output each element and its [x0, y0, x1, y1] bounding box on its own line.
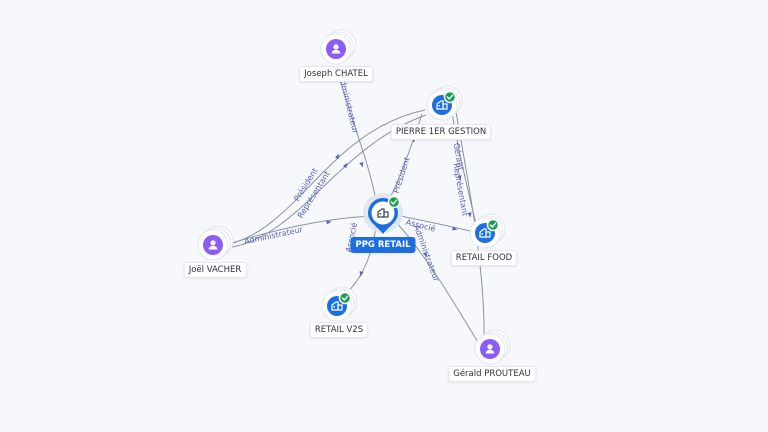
node-label-joseph[interactable]: Joseph CHATEL: [299, 66, 373, 82]
edge-ppg-food: Associé: [395, 214, 471, 234]
person-icon: [208, 240, 218, 250]
edge-arrow: [334, 153, 340, 160]
edge-arrow: [326, 220, 332, 225]
edge-arrow: [457, 175, 462, 181]
verified-check-icon: [443, 90, 457, 104]
node-food[interactable]: [469, 213, 506, 249]
edge-arrow: [452, 226, 458, 231]
node-label-ppg[interactable]: PPG RETAIL: [350, 237, 416, 253]
node-ppg[interactable]: [363, 193, 403, 234]
company-icon: [436, 100, 448, 110]
edge-arrow: [342, 162, 348, 169]
verified-check-icon: [338, 291, 352, 305]
edge-arrow: [423, 251, 428, 258]
edge-arrow: [467, 212, 472, 218]
edge-joseph-ppg: Administrateur: [335, 65, 376, 197]
node-joel[interactable]: [197, 225, 234, 261]
edge-label: Administrateur: [243, 225, 304, 246]
node-gerald[interactable]: [474, 329, 511, 365]
node-pierre[interactable]: [426, 85, 463, 121]
edge-arrow: [359, 271, 364, 277]
company-icon: [377, 208, 389, 218]
node-label-food[interactable]: RETAIL FOOD: [450, 250, 518, 266]
edge-label: Administrateur: [412, 224, 441, 284]
edge-line: [395, 221, 479, 343]
company-icon: [331, 301, 343, 311]
node-label-v2s[interactable]: RETAIL V2S: [309, 322, 369, 338]
node-label-joel[interactable]: Joël VACHER: [183, 262, 247, 278]
edge-ppg-v2s: Associé: [343, 221, 377, 296]
edge-line: [395, 214, 471, 232]
verified-check-icon: [387, 195, 401, 209]
edge-arrow: [359, 162, 364, 168]
edge-label: Président: [391, 156, 412, 195]
node-joseph[interactable]: [320, 29, 357, 65]
person-icon: [485, 344, 495, 354]
verified-check-icon: [486, 218, 500, 232]
edge-label: Administrateur: [337, 74, 360, 135]
edge-line: [229, 109, 426, 245]
node-v2s[interactable]: [321, 286, 358, 322]
company-icon: [479, 228, 491, 238]
node-label-gerald[interactable]: Gérald PROUTEAU: [448, 366, 536, 382]
edge-line: [231, 215, 373, 244]
person-icon: [331, 44, 341, 54]
node-label-pierre[interactable]: PIERRE 1ER GESTION: [390, 124, 492, 140]
